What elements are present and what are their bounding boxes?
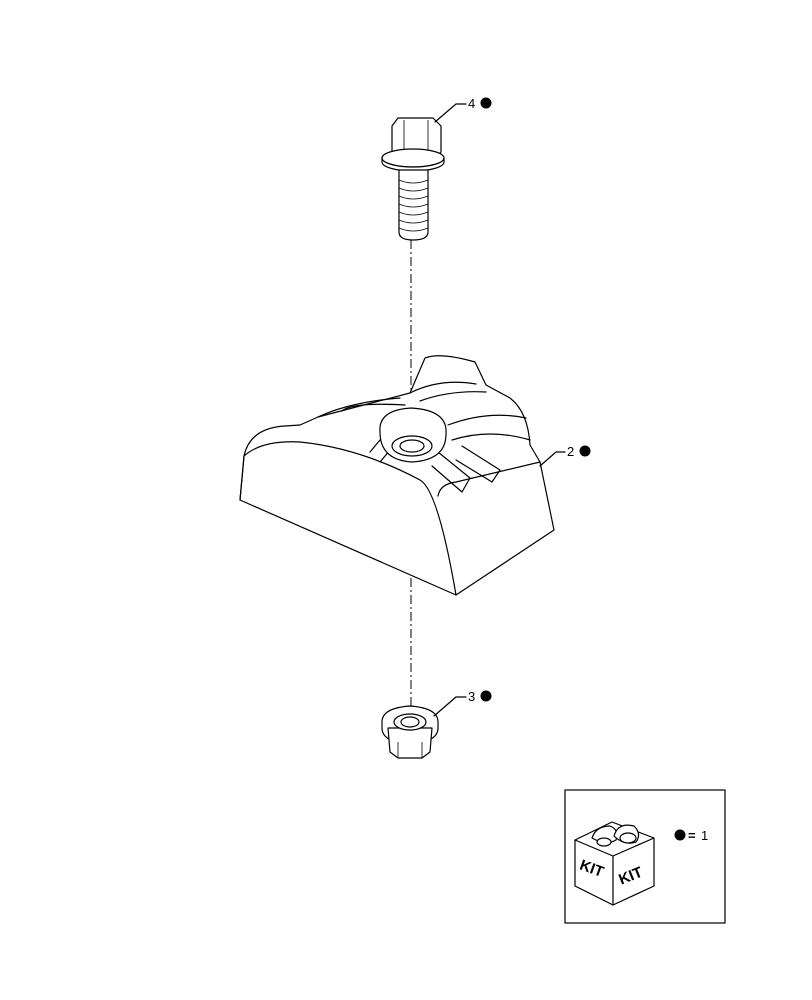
callout-3-number: 3 [468, 689, 475, 704]
kit-quantity: 1 [701, 828, 708, 843]
kit-legend-box: KIT KIT = 1 [564, 789, 726, 924]
kit-marker-dot [674, 829, 686, 841]
track-pad-block-part[interactable] [239, 355, 555, 596]
flange-nut-part[interactable] [381, 705, 439, 759]
kit-marker-dot [480, 690, 492, 702]
callout-4: 4 [434, 96, 492, 123]
kit-marker-dot [579, 445, 591, 457]
equals-sign: = [688, 828, 696, 843]
callout-2-number: 2 [567, 444, 574, 459]
flange-bolt-part[interactable] [381, 117, 445, 241]
callout-4-number: 4 [468, 96, 475, 111]
callout-2: 2 [539, 444, 591, 467]
kit-box-icon: KIT KIT [574, 821, 655, 906]
kit-marker-dot [480, 97, 492, 109]
callout-3: 3 [433, 689, 492, 717]
